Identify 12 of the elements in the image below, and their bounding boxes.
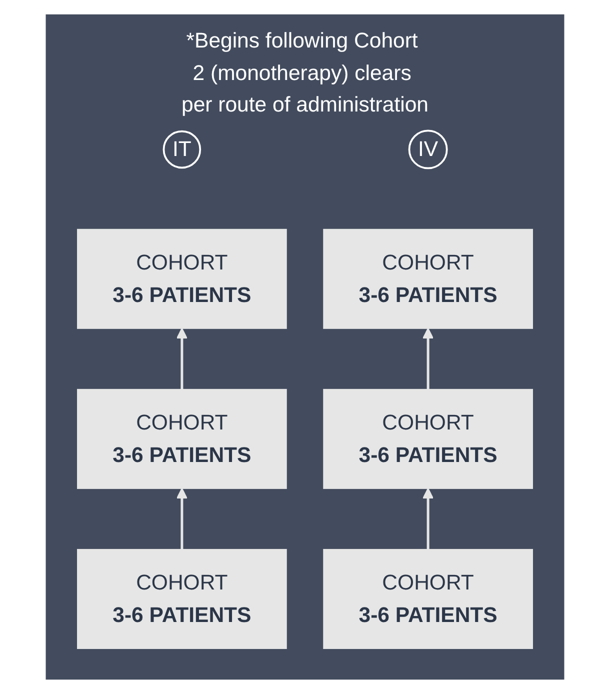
- arrow: [176, 328, 188, 390]
- arrow: [176, 488, 188, 550]
- node-circle: IT: [162, 130, 202, 169]
- node-box: COHORT 3-6 PATIENTS: [323, 388, 533, 489]
- node-box: COHORT 3-6 PATIENTS: [77, 388, 287, 489]
- node-circle: IV: [408, 130, 448, 170]
- arrow: [422, 328, 434, 390]
- node-box: COHORT 3-6 PATIENTS: [77, 548, 287, 649]
- node-box: COHORT 3-6 PATIENTS: [77, 228, 287, 329]
- node-box: COHORT 3-6 PATIENTS: [323, 548, 533, 649]
- arrow: [422, 488, 434, 550]
- node-box: COHORT 3-6 PATIENTS: [323, 228, 533, 329]
